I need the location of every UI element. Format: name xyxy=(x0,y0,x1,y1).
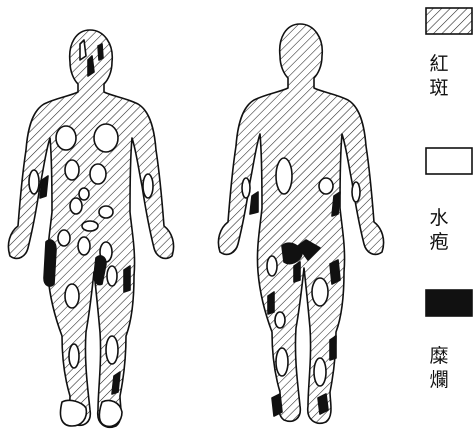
legend-swatch-hatch xyxy=(426,8,472,34)
front-blister xyxy=(65,284,79,308)
back-erosion xyxy=(268,292,274,314)
back-blister xyxy=(276,158,292,194)
legend-label-blister-char-1: 水 xyxy=(426,206,452,230)
back-erosion xyxy=(250,192,258,214)
back-blister xyxy=(314,358,326,386)
front-blister xyxy=(94,124,118,152)
front-blister xyxy=(29,170,39,194)
legend-label-erythema: 紅 斑 xyxy=(426,52,452,100)
back-blister xyxy=(267,256,277,276)
front-blister xyxy=(69,344,79,368)
back-erosion xyxy=(318,394,328,414)
back-body-figure xyxy=(218,24,383,423)
legend-swatch-black xyxy=(426,290,472,316)
front-body-figure xyxy=(8,30,173,427)
legend-label-erythema-char-2: 斑 xyxy=(426,76,452,100)
front-blister xyxy=(99,206,113,218)
back-body-outline xyxy=(218,24,383,423)
back-erosion xyxy=(330,336,336,360)
back-erosion xyxy=(294,262,300,282)
front-blister xyxy=(56,126,76,150)
legend-label-erythema-char-1: 紅 xyxy=(426,52,452,76)
front-left-foot xyxy=(60,400,86,426)
front-blister xyxy=(107,266,117,286)
back-erosion xyxy=(330,260,340,284)
front-blister xyxy=(82,221,98,231)
front-blister xyxy=(79,188,89,200)
legend-label-erosion-char-1: 糜 xyxy=(426,344,452,368)
front-erosion xyxy=(44,240,56,286)
front-blister xyxy=(106,336,118,364)
legend-label-erosion-char-2: 爛 xyxy=(426,368,452,392)
front-face-erosion xyxy=(88,56,94,76)
front-blister xyxy=(78,237,90,255)
front-blister xyxy=(90,164,106,184)
legend-label-blister: 水 疱 xyxy=(426,206,452,254)
front-blister xyxy=(65,160,79,180)
back-blister xyxy=(242,178,250,198)
legend-label-blister-char-2: 疱 xyxy=(426,230,452,254)
back-blister xyxy=(275,312,285,328)
front-erosion xyxy=(124,266,130,292)
front-blister xyxy=(143,174,153,198)
legend-swatch-white xyxy=(426,148,472,174)
legend-label-erosion: 糜 爛 xyxy=(426,344,452,392)
front-right-foot xyxy=(99,400,122,426)
back-blister xyxy=(312,278,328,306)
front-blister xyxy=(58,230,70,246)
front-face-erosion-2 xyxy=(98,44,103,60)
back-erosion xyxy=(272,394,282,416)
front-blister xyxy=(70,198,82,214)
back-blister xyxy=(352,182,360,202)
back-blister xyxy=(319,178,333,194)
front-face-blister xyxy=(80,40,86,60)
back-blister xyxy=(276,348,288,376)
